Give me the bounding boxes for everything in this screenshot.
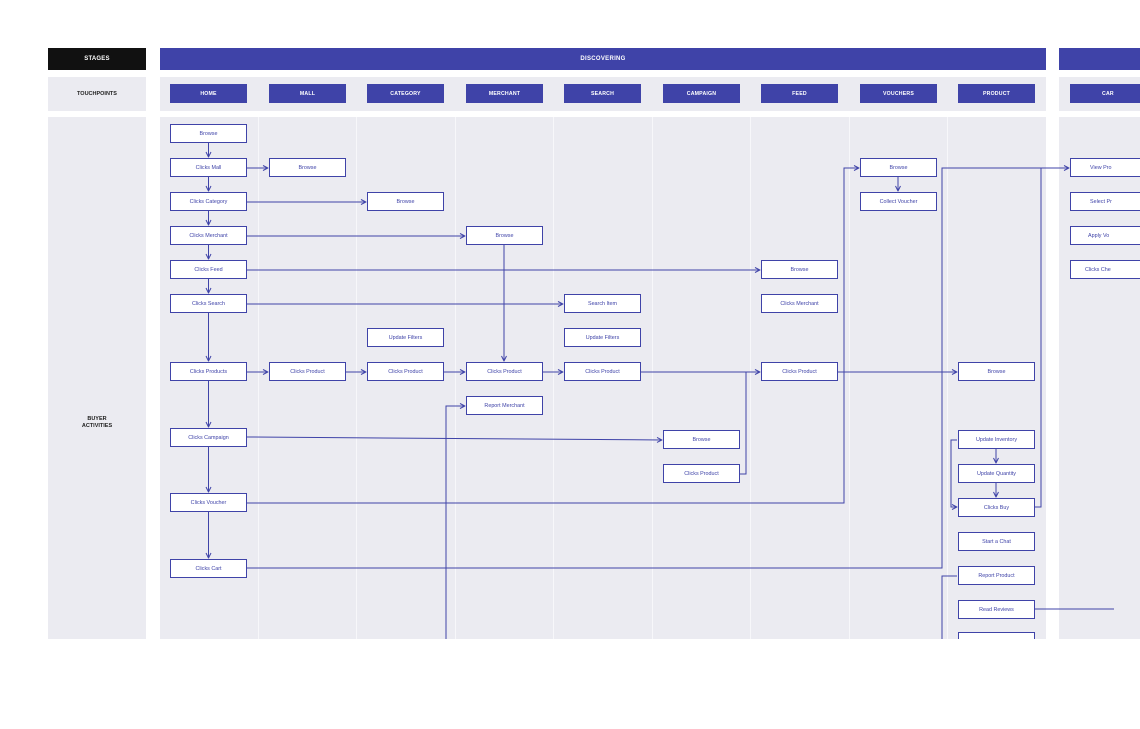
node-cart-view[interactable]: View Pro — [1070, 158, 1140, 177]
column-divider — [849, 117, 850, 639]
node-cart-apply[interactable]: Apply Vo — [1070, 226, 1140, 245]
node-mall-browse[interactable]: Browse — [269, 158, 346, 177]
node-product-browse[interactable]: Browse — [958, 362, 1035, 381]
touchpoint-home[interactable]: HOME — [170, 84, 247, 103]
column-divider — [356, 117, 357, 639]
node-product-start-chat[interactable]: Start a Chat — [958, 532, 1035, 551]
node-home-clicks-search[interactable]: Clicks Search — [170, 294, 247, 313]
node-merchant-report[interactable]: Report Merchant — [466, 396, 543, 415]
connector — [1035, 168, 1042, 508]
node-home-clicks-mall[interactable]: Clicks Mall — [170, 158, 247, 177]
node-merchant-clicks-product[interactable]: Clicks Product — [466, 362, 543, 381]
node-home-browse[interactable]: Browse — [170, 124, 247, 143]
touchpoint-category[interactable]: CATEGORY — [367, 84, 444, 103]
node-home-clicks-cart[interactable]: Clicks Cart — [170, 559, 247, 578]
node-search-clicks-product[interactable]: Clicks Product — [564, 362, 641, 381]
touchpoint-vouchers[interactable]: VOUCHERS — [860, 84, 937, 103]
node-home-clicks-campaign[interactable]: Clicks Campaign — [170, 428, 247, 447]
node-category-update-filters[interactable]: Update Filters — [367, 328, 444, 347]
node-product-update-inventory[interactable]: Update Inventory — [958, 430, 1035, 449]
connector — [950, 439, 957, 507]
stages-label: STAGES — [48, 48, 146, 70]
node-product-read-reviews[interactable]: Read Reviews — [958, 600, 1035, 619]
touchpoint-feed[interactable]: FEED — [761, 84, 838, 103]
node-category-browse[interactable]: Browse — [367, 192, 444, 211]
node-mall-clicks-product[interactable]: Clicks Product — [269, 362, 346, 381]
touchpoint-mall[interactable]: MALL — [269, 84, 346, 103]
column-divider — [455, 117, 456, 639]
column-divider — [553, 117, 554, 639]
buyer-activities-label-bg — [48, 117, 146, 639]
column-divider — [652, 117, 653, 639]
node-product-clicks-buy[interactable]: Clicks Buy — [958, 498, 1035, 517]
buyer-activities-label: BUYER ACTIVITIES — [81, 416, 113, 429]
node-home-clicks-voucher[interactable]: Clicks Voucher — [170, 493, 247, 512]
node-product-update-quantity[interactable]: Update Quantity — [958, 464, 1035, 483]
node-campaign-browse[interactable]: Browse — [663, 430, 740, 449]
connector — [247, 168, 859, 504]
node-home-clicks-feed[interactable]: Clicks Feed — [170, 260, 247, 279]
node-campaign-clicks-product[interactable]: Clicks Product — [663, 464, 740, 483]
connector — [740, 372, 747, 475]
touchpoints-label: TOUCHPOINTS — [77, 90, 117, 97]
node-home-clicks-products[interactable]: Clicks Products — [170, 362, 247, 381]
stage-next-bar[interactable] — [1059, 48, 1140, 70]
node-feed-clicks-product[interactable]: Clicks Product — [761, 362, 838, 381]
node-search-update-filters[interactable]: Update Filters — [564, 328, 641, 347]
touchpoint-merchant[interactable]: MERCHANT — [466, 84, 543, 103]
touchpoints-label-bg — [48, 77, 146, 111]
node-vouchers-browse[interactable]: Browse — [860, 158, 937, 177]
stage-discovering-bar[interactable]: DISCOVERING — [160, 48, 1046, 70]
column-divider — [258, 117, 259, 639]
node-home-clicks-merchant[interactable]: Clicks Merchant — [170, 226, 247, 245]
node-merchant-browse[interactable]: Browse — [466, 226, 543, 245]
node-category-clicks-product[interactable]: Clicks Product — [367, 362, 444, 381]
node-product-report[interactable]: Report Product — [958, 566, 1035, 585]
connector — [246, 436, 662, 440]
column-divider — [947, 117, 948, 639]
node-feed-browse[interactable]: Browse — [761, 260, 838, 279]
touchpoint-cart[interactable]: CAR — [1070, 84, 1140, 103]
node-search-item[interactable]: Search Item — [564, 294, 641, 313]
column-divider — [750, 117, 751, 639]
touchpoint-search[interactable]: SEARCH — [564, 84, 641, 103]
connector — [247, 168, 1069, 569]
node-cart-clicks[interactable]: Clicks Che — [1070, 260, 1140, 279]
node-cart-select[interactable]: Select Pr — [1070, 192, 1140, 211]
connector-lines — [0, 143, 1114, 639]
node-feed-clicks-merchant[interactable]: Clicks Merchant — [761, 294, 838, 313]
node-home-clicks-category[interactable]: Clicks Category — [170, 192, 247, 211]
connector — [445, 406, 465, 639]
connector — [941, 575, 957, 639]
node-product-cut-off[interactable] — [958, 632, 1035, 639]
node-vouchers-collect[interactable]: Collect Voucher — [860, 192, 937, 211]
touchpoint-campaign[interactable]: CAMPAIGN — [663, 84, 740, 103]
touchpoint-product[interactable]: PRODUCT — [958, 84, 1035, 103]
